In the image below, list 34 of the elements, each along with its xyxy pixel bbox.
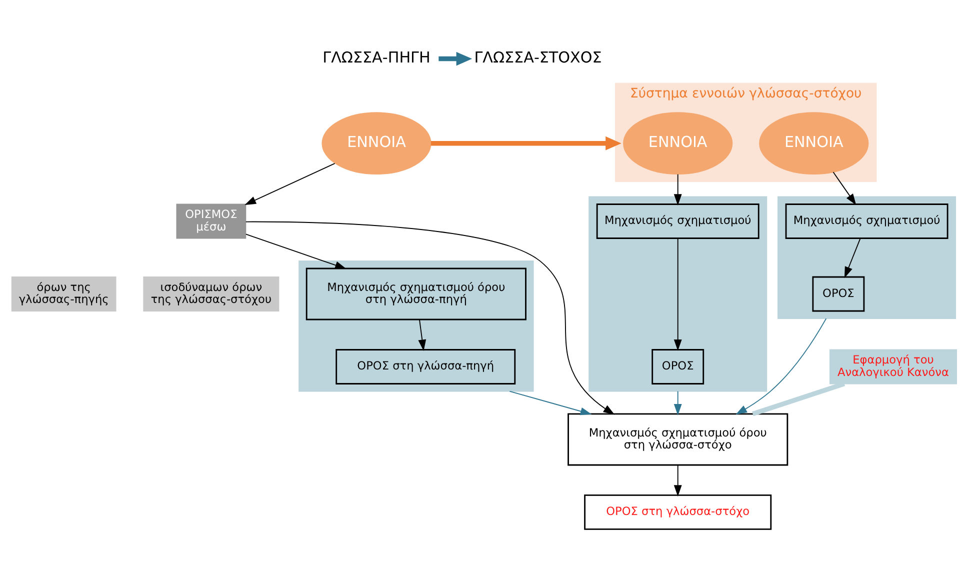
arrow: [438, 51, 472, 66]
arrow: [832, 171, 856, 205]
node-box: Μηχανισμός σχηματισμού: [596, 203, 760, 238]
node-box: Μηχανισμός σχηματισμού όρου στη γλώσσα-πηγή: [306, 267, 526, 320]
node-box: ισοδύναμων όρων της γλώσσας-στόχου: [143, 276, 280, 311]
cluster: [778, 196, 956, 319]
node-box: Μηχανισμός σχηματισμού όρου στη γλώσσα-στόχο: [568, 412, 788, 466]
node-box: ΟΡΙΣΜΟΣ μέσω: [176, 203, 246, 238]
node-ellipse: ΕΝΝΟΙΑ: [322, 112, 432, 174]
arrow: [674, 464, 682, 496]
arrow: [430, 136, 622, 150]
arrow: [674, 390, 682, 415]
arrow: [244, 162, 336, 204]
arrow: [736, 318, 827, 414]
arrow: [674, 237, 682, 350]
node-box: ΟΡΟΣ: [812, 276, 865, 312]
node-text: ΓΛΩΣΣΑ-ΠΗΓΗ: [322, 48, 430, 66]
node-box: Μηχανισμός σχηματισμού: [785, 203, 948, 238]
node-ellipse: ΕΝΝΟΙΑ: [759, 112, 869, 174]
node-ellipse: ΕΝΝΟΙΑ: [623, 112, 733, 174]
arrow: [509, 390, 592, 415]
node-box: ΟΡΟΣ στη γλώσσα-πηγή: [336, 348, 516, 384]
arrow: [245, 233, 346, 268]
node-box: όρων της γλώσσας-πηγής: [11, 276, 116, 311]
node-box: ΟΡΟΣ στη γλώσσα-στόχο: [584, 494, 772, 530]
node-box: ΟΡΟΣ: [652, 348, 704, 384]
node-text: ΓΛΩΣΣΑ-ΣΤΟΧΟΣ: [474, 48, 602, 66]
arrow: [418, 318, 426, 350]
arrow: [844, 237, 861, 278]
arrow: [245, 220, 615, 414]
node-box: Εφαρμογή του Αναλογικού Κανόνα: [829, 348, 957, 384]
arrow: [674, 173, 682, 205]
cluster: [588, 196, 768, 392]
connector: [752, 381, 846, 416]
